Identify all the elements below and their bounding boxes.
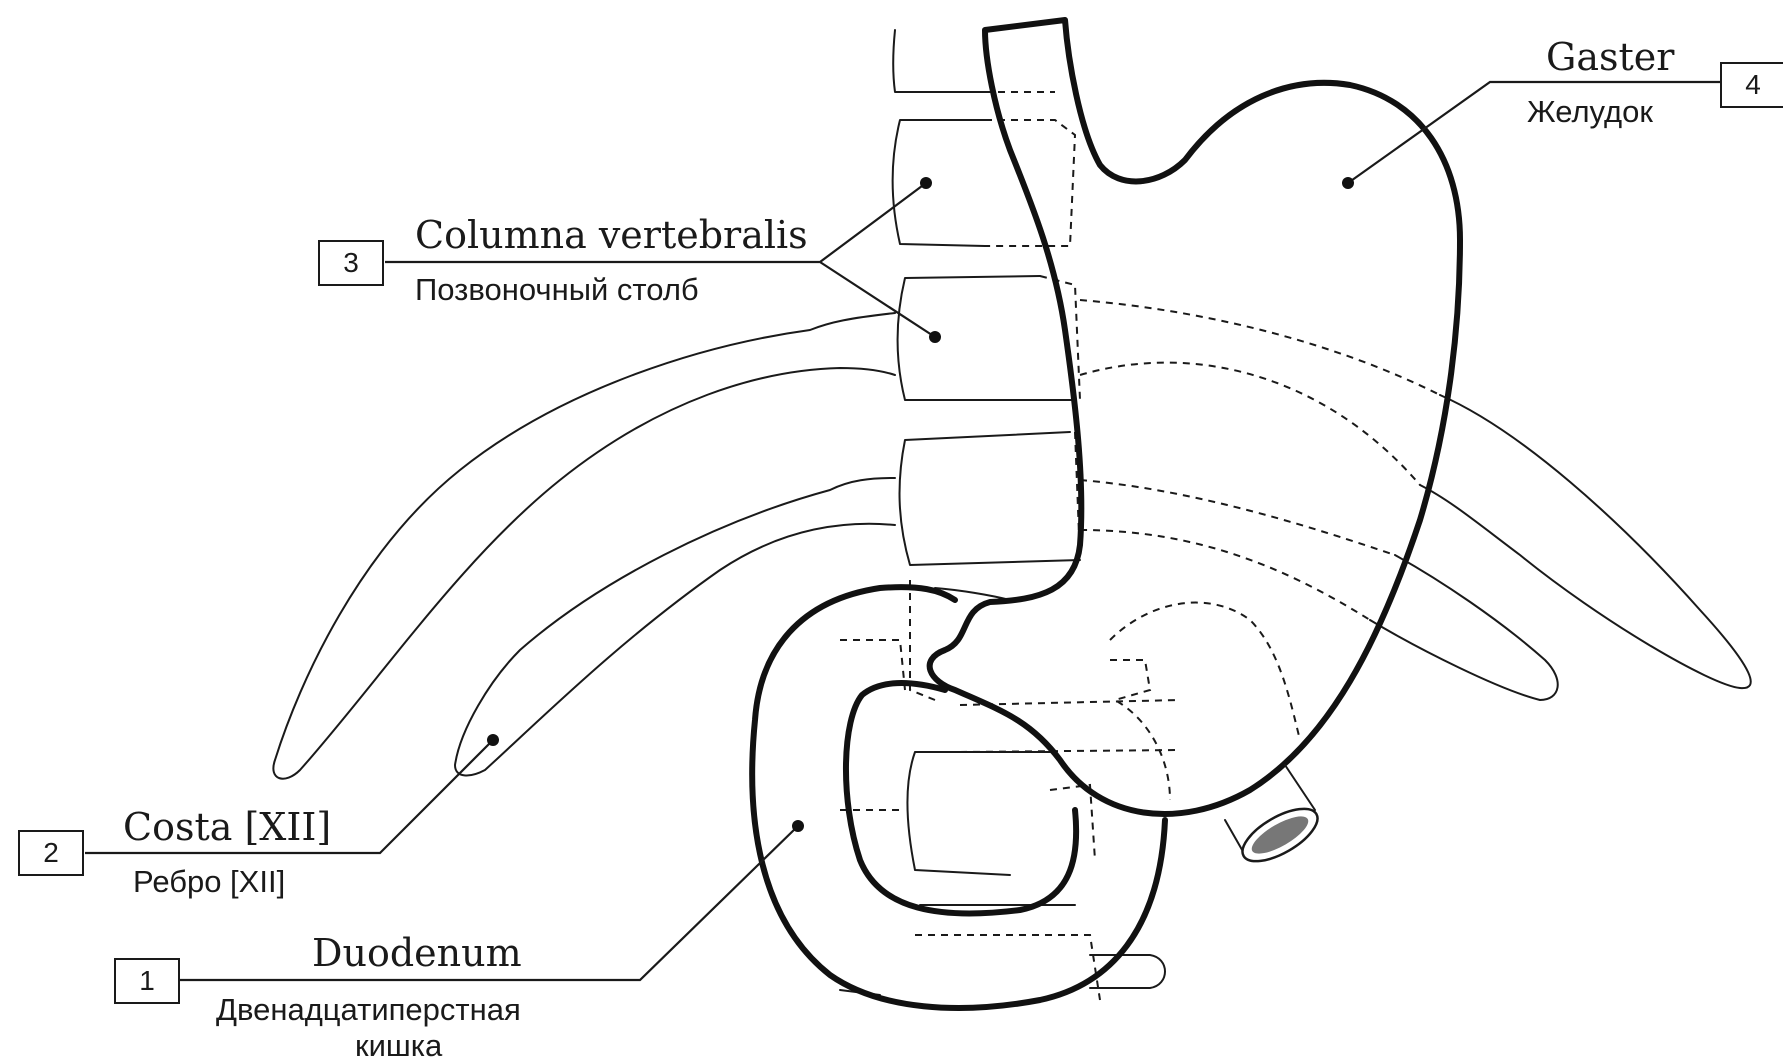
label-number-duodenum: 1 bbox=[114, 958, 180, 1004]
vertebra-2 bbox=[898, 276, 1076, 400]
duodenum-outline-inner bbox=[846, 683, 1076, 913]
label-number-gaster: 4 bbox=[1720, 62, 1783, 108]
dot-costa bbox=[487, 734, 499, 746]
hidden-rib-line-4 bbox=[1080, 530, 1370, 620]
label-duodenum-russian-line2: кишка bbox=[355, 1030, 442, 1061]
label-costa-latin: Costa [XII] bbox=[123, 808, 331, 846]
right-rib-upper-outline bbox=[1420, 395, 1751, 688]
hidden-rib-line-1 bbox=[1080, 300, 1440, 395]
label-columna-latin: Columna vertebralis bbox=[415, 216, 808, 254]
label-number-costa: 2 bbox=[18, 830, 84, 876]
label-gaster-latin: Gaster bbox=[1546, 38, 1674, 76]
jejunum-stump bbox=[1225, 765, 1325, 872]
hidden-rib-line-3 bbox=[1080, 480, 1395, 555]
vertebra-dashes bbox=[840, 92, 1180, 1000]
label-number-columna: 3 bbox=[318, 240, 384, 286]
label-duodenum-russian-line1: Двенадцатиперстная bbox=[216, 994, 521, 1025]
dot-columna-1 bbox=[920, 177, 932, 189]
vertebra-5 bbox=[908, 752, 1051, 875]
left-rib-xii bbox=[455, 478, 895, 775]
dot-columna-2 bbox=[929, 331, 941, 343]
vertebra-top bbox=[893, 30, 985, 92]
right-ribs bbox=[1370, 395, 1751, 700]
dot-gaster bbox=[1342, 177, 1354, 189]
label-columna-russian: Позвоночный столб bbox=[415, 274, 699, 305]
vertebral-column bbox=[840, 30, 1180, 1000]
stomach-outline bbox=[930, 20, 1460, 814]
hidden-pancreas-outline-2 bbox=[1110, 660, 1170, 800]
hidden-rib-lines bbox=[1080, 300, 1440, 800]
left-ribs bbox=[273, 313, 895, 779]
left-rib-upper bbox=[273, 313, 895, 779]
vertebra-1 bbox=[893, 120, 986, 246]
hidden-rib-line-2 bbox=[1080, 363, 1420, 485]
label-costa-russian: Ребро [XII] bbox=[133, 866, 285, 897]
label-duodenum-latin: Duodenum bbox=[312, 934, 522, 972]
label-gaster-russian: Желудок bbox=[1527, 96, 1653, 127]
vertebra-3 bbox=[900, 432, 1080, 565]
dot-duodenum bbox=[792, 820, 804, 832]
leader-columna bbox=[385, 183, 935, 337]
